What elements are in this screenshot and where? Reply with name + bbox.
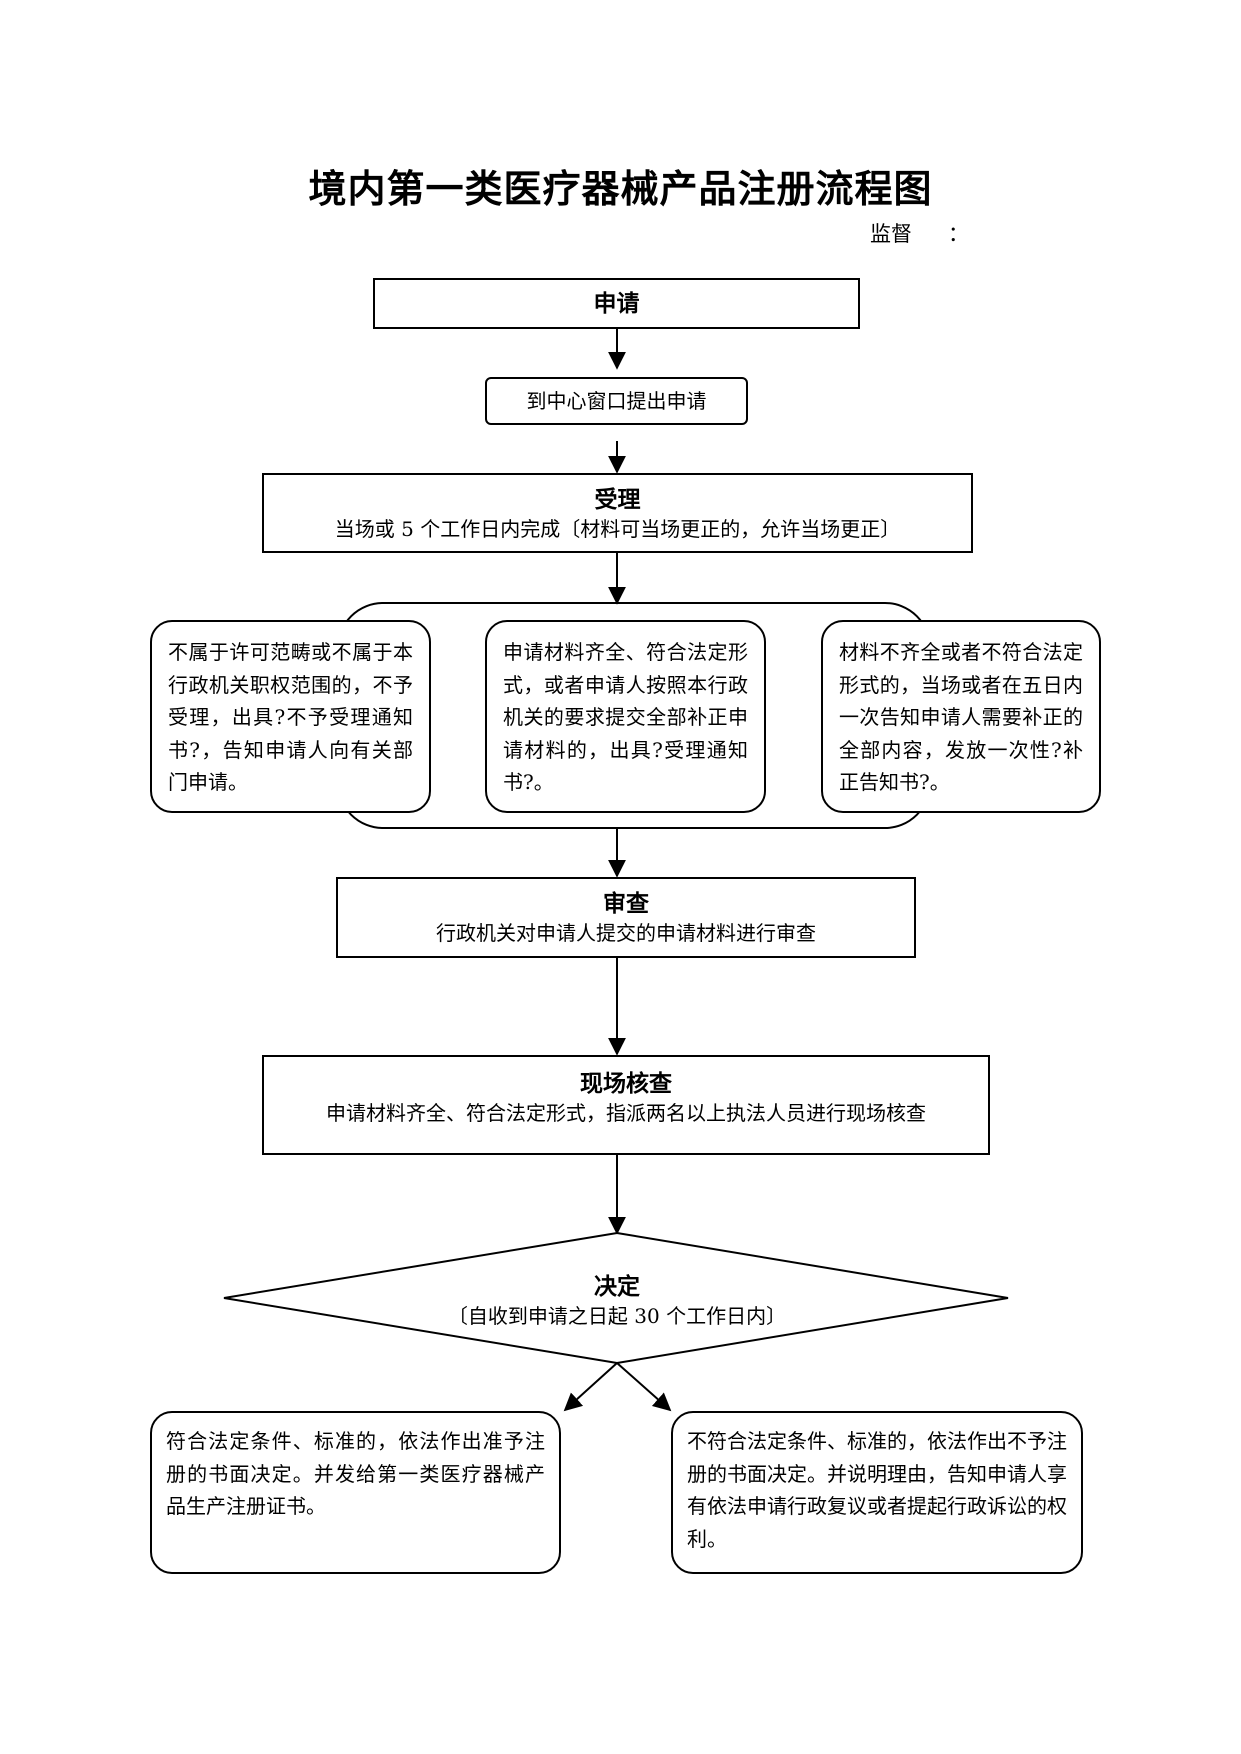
arrow-decide-to-reject (616, 1362, 672, 1412)
accept-box: 受理 当场或 5 个工作日内完成〔材料可当场更正的，允许当场更正〕 (262, 473, 973, 553)
supervise-colon: ： (948, 222, 969, 246)
branch-supplement-text: 材料不齐全或者不符合法定形式的，当场或者在五日内一次告知申请人需要补正的全部内容… (839, 640, 1083, 794)
decide-detail: 〔自收到申请之日起 30 个工作日内〕 (447, 1304, 787, 1328)
review-detail: 行政机关对申请人提交的申请材料进行审查 (436, 921, 816, 945)
apply-box: 申请 (373, 278, 860, 329)
review-box: 审查 行政机关对申请人提交的申请材料进行审查 (336, 877, 916, 958)
outcome-approve-text: 符合法定条件、标准的，依法作出准予注册的书面决定。并发给第一类医疗器械产品生产注… (166, 1429, 545, 1518)
branch-reject-scope: 不属于许可范畴或不属于本行政机关职权范围的，不予受理，出具?不予受理通知书?，告… (150, 620, 431, 813)
arrow-decide-to-approve (563, 1362, 618, 1412)
outcome-reject: 不符合法定条件、标准的，依法作出不予注册的书面决定。并说明理由，告知申请人享有依… (671, 1411, 1083, 1574)
submit-box: 到中心窗口提出申请 (485, 377, 748, 425)
decide-title: 决定 (594, 1273, 640, 1300)
review-title: 审查 (603, 890, 649, 917)
page-title: 境内第一类医疗器械产品注册流程图 (308, 166, 933, 211)
outcome-approve: 符合法定条件、标准的，依法作出准予注册的书面决定。并发给第一类医疗器械产品生产注… (150, 1411, 561, 1574)
branch-supplement: 材料不齐全或者不符合法定形式的，当场或者在五日内一次告知申请人需要补正的全部内容… (821, 620, 1101, 813)
inspect-detail: 申请材料齐全、符合法定形式，指派两名以上执法人员进行现场核查 (326, 1101, 926, 1125)
submit-text: 到中心窗口提出申请 (526, 389, 707, 413)
inspect-box: 现场核查 申请材料齐全、符合法定形式，指派两名以上执法人员进行现场核查 (262, 1055, 990, 1155)
outcome-reject-text: 不符合法定条件、标准的，依法作出不予注册的书面决定。并说明理由，告知申请人享有依… (687, 1429, 1067, 1551)
supervise-label: 监督 (870, 222, 912, 246)
decide-label: 决定 〔自收到申请之日起 30 个工作日内〕 (370, 1272, 864, 1330)
branch-accept-text: 申请材料齐全、符合法定形式，或者申请人按照本行政机关的要求提交全部补正申请材料的… (503, 640, 748, 794)
branch-accept: 申请材料齐全、符合法定形式，或者申请人按照本行政机关的要求提交全部补正申请材料的… (485, 620, 766, 813)
branch-reject-scope-text: 不属于许可范畴或不属于本行政机关职权范围的，不予受理，出具?不予受理通知书?，告… (168, 640, 413, 794)
accept-detail: 当场或 5 个工作日内完成〔材料可当场更正的，允许当场更正〕 (334, 517, 901, 541)
inspect-title: 现场核查 (580, 1070, 672, 1097)
accept-title: 受理 (594, 486, 641, 513)
apply-title: 申请 (593, 290, 640, 317)
